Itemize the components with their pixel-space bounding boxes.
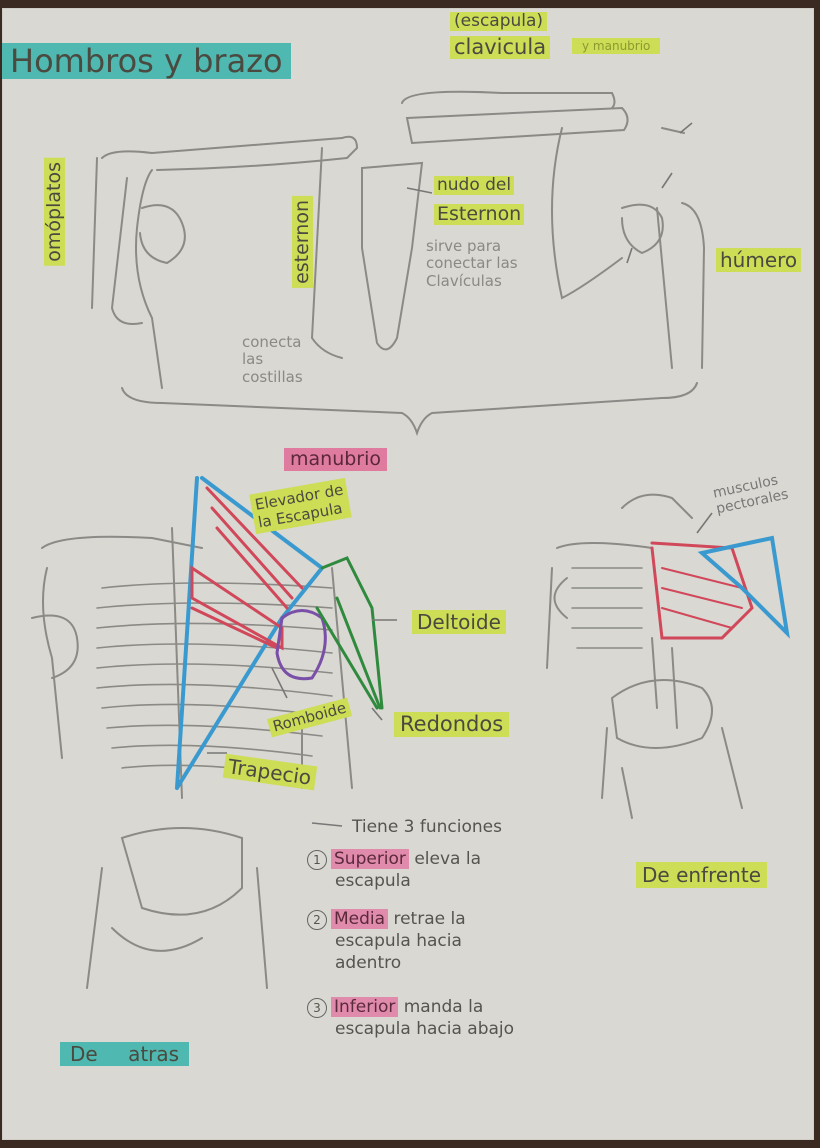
front-view-caption: De enfrente xyxy=(636,862,767,888)
deltoide-label: Deltoide xyxy=(412,610,506,634)
anatomy-sketches xyxy=(31,90,790,989)
back-view-caption: De atras xyxy=(60,1042,190,1066)
clavicle-label: clavicula xyxy=(450,36,551,59)
redondos-label: Redondos xyxy=(394,712,510,737)
humero-label: húmero xyxy=(716,248,802,272)
notebook-page: Hombros y brazo (escapula) clavicula y m… xyxy=(2,8,814,1140)
functions-intro: Tiene 3 funciones xyxy=(352,817,502,837)
manubrio-brace xyxy=(121,382,698,437)
omoplatos-label: omóplatos xyxy=(43,158,65,266)
nudo-description: sirve para conectar las Clavículas xyxy=(426,237,518,290)
nudo-label-2: Esternon xyxy=(434,204,525,225)
page-title: Hombros y brazo xyxy=(2,43,291,79)
costillas-description: conecta las costillas xyxy=(242,333,303,386)
clavicle-label-faint: y manubrio xyxy=(572,38,661,54)
esternon-vertical-label: esternon xyxy=(291,196,313,288)
sternum-sketch xyxy=(361,161,424,351)
manubrio-label: manubrio xyxy=(284,448,388,471)
nudo-label-1: nudo del xyxy=(434,176,515,195)
left-scapula-sketch xyxy=(135,169,163,389)
clavicle-label-top: (escapula) xyxy=(450,12,548,31)
